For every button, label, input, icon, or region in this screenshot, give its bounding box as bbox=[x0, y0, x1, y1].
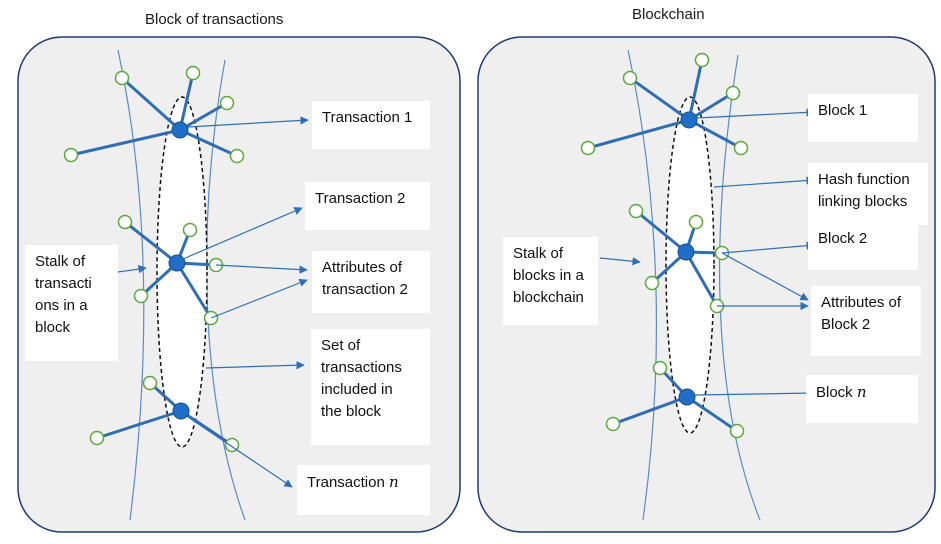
label-stalk-blocks-line-1: Stalk of bbox=[513, 245, 564, 262]
label-transaction-n-text: Transaction n bbox=[307, 471, 420, 494]
label-transaction-2: Transaction 2 bbox=[305, 182, 430, 230]
left-transaction-2-node bbox=[168, 254, 186, 272]
label-attr-block-line-2: Block 2 bbox=[821, 316, 871, 333]
right-arrows bbox=[599, 108, 815, 398]
left-stalk-curve-left bbox=[117, 49, 145, 521]
label-stalk-line-2: transacti bbox=[35, 275, 92, 292]
label-transaction-n: Transaction n bbox=[297, 465, 430, 515]
label-stalk-line-1: Stalk of bbox=[35, 253, 86, 270]
label-block-2-text: Block 2 bbox=[818, 230, 868, 247]
label-stalk-of-blocks: Stalk of blocks in a blockchain bbox=[503, 237, 598, 325]
label-transaction-1-text: Transaction 1 bbox=[322, 109, 413, 126]
label-stalk-line-4: block bbox=[35, 319, 71, 336]
label-attributes-line-2: transaction 2 bbox=[322, 281, 408, 298]
label-hash-function: Hash function linking blocks bbox=[808, 163, 928, 225]
label-hash-line-2: linking blocks bbox=[818, 193, 908, 210]
label-block-n: Block n bbox=[806, 375, 918, 423]
label-transaction-n-prefix: Transaction bbox=[307, 474, 389, 491]
label-hash-line-1: Hash function bbox=[818, 171, 910, 188]
label-set-line-2: transactions bbox=[321, 359, 402, 376]
label-block-2: Block 2 bbox=[808, 222, 918, 270]
right-block-n-node bbox=[678, 388, 696, 406]
label-attributes-block-2: Attributes of Block 2 bbox=[811, 286, 921, 356]
label-transaction-1: Transaction 1 bbox=[312, 101, 430, 149]
label-block-1: Block 1 bbox=[808, 94, 918, 142]
label-set-line-4: the block bbox=[321, 403, 382, 420]
right-block-2-node bbox=[677, 243, 695, 261]
left-stalk-curve-right bbox=[205, 59, 246, 521]
label-stalk-line-3: ons in a bbox=[35, 297, 88, 314]
label-attr-block-line-1: Attributes of bbox=[821, 294, 902, 311]
right-block-1-node bbox=[680, 111, 698, 129]
label-attributes-transaction-2: Attributes of transaction 2 bbox=[312, 251, 430, 313]
left-transaction-1-node bbox=[171, 121, 189, 139]
left-arrows bbox=[117, 116, 309, 488]
label-block-1-text: Block 1 bbox=[818, 102, 868, 119]
right-chain-ellipse bbox=[665, 96, 715, 434]
label-set-line-3: included in bbox=[321, 381, 393, 398]
left-panel-title: Block of transactions bbox=[145, 11, 284, 28]
label-stalk-of-transactions: Stalk of transacti ons in a block bbox=[25, 245, 118, 361]
left-transaction-1-cluster bbox=[70, 72, 238, 158]
label-block-n-var: n bbox=[856, 383, 867, 401]
label-block-n-prefix: Block bbox=[816, 384, 857, 401]
label-stalk-blocks-line-3: blockchain bbox=[513, 289, 584, 306]
right-panel-title: Blockchain bbox=[632, 6, 705, 23]
right-leaf-nodes bbox=[580, 52, 749, 439]
label-set-of-transactions: Set of transactions included in the bloc… bbox=[311, 329, 430, 445]
label-transaction-2-text: Transaction 2 bbox=[315, 190, 406, 207]
label-block-n-text: Block n bbox=[816, 381, 908, 404]
label-transaction-n-var: n bbox=[388, 473, 399, 491]
label-attributes-line-1: Attributes of bbox=[322, 259, 403, 276]
left-transaction-n-node bbox=[172, 402, 190, 420]
label-stalk-blocks-line-2: blocks in a bbox=[513, 267, 584, 284]
label-set-line-1: Set of bbox=[321, 337, 361, 354]
right-block-1-cluster bbox=[587, 59, 742, 150]
